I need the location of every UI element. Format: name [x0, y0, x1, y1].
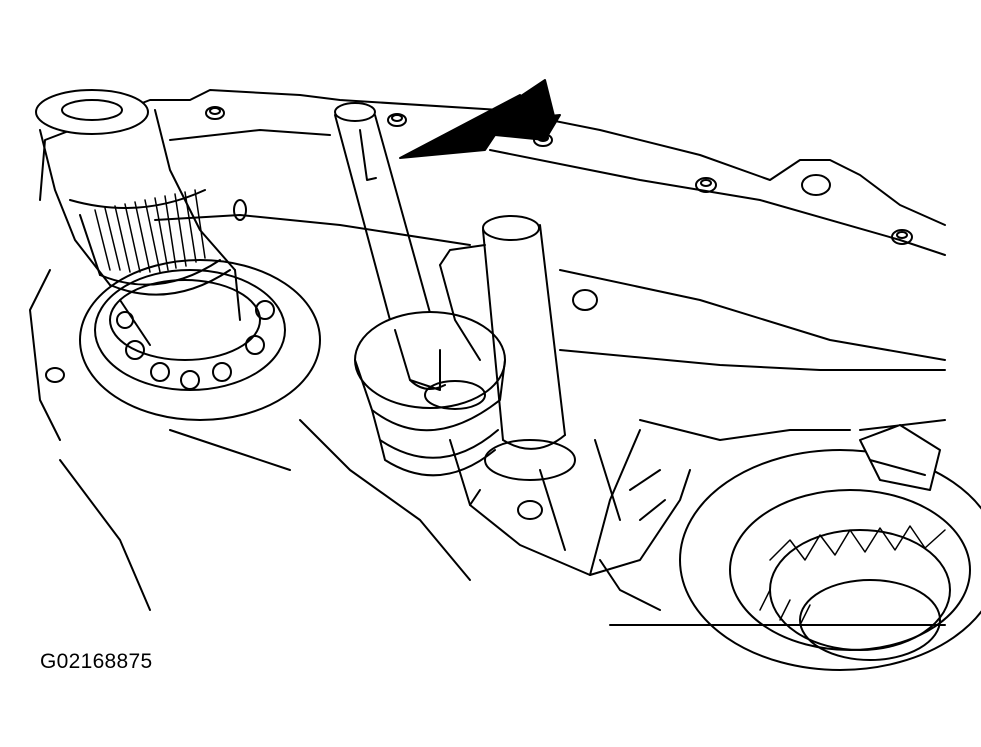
input-shaft-spline — [94, 189, 206, 273]
output-gear — [679, 424, 981, 671]
tool-base — [354, 311, 506, 477]
tool-rod — [334, 102, 433, 329]
guide-pin — [482, 215, 598, 481]
figure-id-label: G02168875 — [40, 650, 153, 673]
arrow-pointer-icon — [399, 79, 561, 159]
gear-teeth — [759, 525, 946, 626]
input-shaft — [35, 89, 321, 421]
bracket — [439, 244, 691, 576]
bolt-holes — [45, 106, 913, 383]
bearing-balls — [116, 300, 275, 390]
